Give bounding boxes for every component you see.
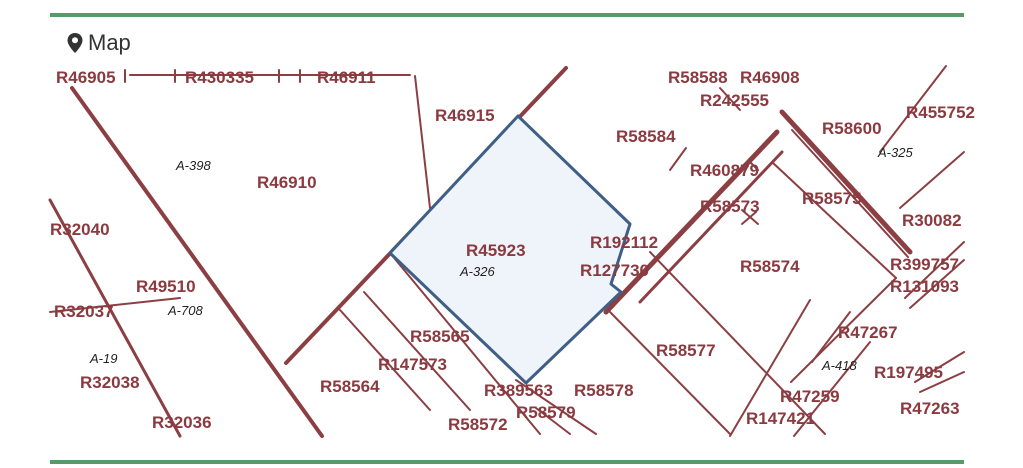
abstract-label: A-19 — [89, 351, 117, 366]
abstract-label: A-708 — [167, 303, 203, 318]
parcel-boundary-line — [919, 371, 965, 393]
top-divider — [50, 13, 964, 17]
parcel-label[interactable]: R49510 — [136, 277, 196, 296]
parcel-label[interactable]: R46910 — [257, 173, 317, 192]
parcel-boundary-line — [719, 87, 741, 111]
parcel-boundary-line — [793, 341, 871, 437]
parcel-label[interactable]: R58565 — [410, 327, 470, 346]
parcel-label[interactable]: R58579 — [516, 403, 576, 422]
parcel-boundary-line — [771, 161, 897, 279]
parcel-label[interactable]: R192112 — [590, 233, 658, 252]
parcel-boundary-line — [363, 291, 471, 411]
parcel-label[interactable]: R46911 — [317, 68, 376, 87]
parcel-boundary-line — [899, 151, 965, 209]
parcel-boundary-line — [791, 129, 909, 258]
parcel-label[interactable]: R46908 — [740, 68, 800, 87]
parcel-boundary-line — [669, 147, 687, 171]
parcel-label[interactable]: R197495 — [874, 363, 943, 382]
abstract-label: A-398 — [175, 158, 211, 173]
parcel-label[interactable]: R242555 — [700, 91, 769, 110]
parcel-label[interactable]: R455752 — [906, 103, 975, 122]
map-pin-icon — [67, 33, 83, 53]
parcel-label[interactable]: R46905 — [56, 68, 116, 87]
abstract-label: A-326 — [459, 264, 495, 279]
parcel-boundary-line — [609, 311, 731, 435]
parcel-boundary-line — [790, 277, 897, 383]
bottom-divider — [50, 460, 964, 464]
parcel-label[interactable]: R389563 — [484, 381, 553, 400]
parcel-label[interactable]: R32040 — [50, 220, 110, 239]
parcel-label[interactable]: R58575 — [802, 189, 862, 208]
abstract-label: A-418 — [821, 358, 857, 373]
parcel-label[interactable]: R460879 — [690, 161, 759, 180]
parcel-boundary-line — [904, 241, 965, 299]
parcel-label[interactable]: R58564 — [320, 377, 380, 396]
parcel-boundary-line — [649, 251, 826, 435]
parcel-boundary-line — [811, 311, 851, 363]
parcel-label[interactable]: R58588 — [668, 68, 728, 87]
parcel-label[interactable]: R58577 — [656, 341, 716, 360]
parcel-boundary-line — [70, 86, 324, 438]
map-header: Map — [66, 30, 131, 56]
parcel-boundary-line — [339, 309, 431, 411]
parcel-label[interactable]: R430335 — [185, 68, 254, 87]
parcel-label[interactable]: R58584 — [616, 127, 676, 146]
parcel-boundary-line — [414, 75, 431, 209]
parcel-label[interactable]: R58600 — [822, 119, 882, 138]
parcel-label[interactable]: R32036 — [152, 413, 212, 432]
highlighted-parcel-outline[interactable] — [388, 114, 632, 385]
parcel-boundary-line — [879, 65, 947, 153]
parcel-label[interactable]: R127730 — [580, 261, 649, 280]
parcel-boundary-line — [914, 351, 965, 383]
parcel-label[interactable]: R32038 — [80, 373, 140, 392]
parcel-boundary-line — [515, 379, 597, 435]
parcel-boundary-line — [389, 252, 541, 435]
parcel-boundary-line — [603, 129, 780, 315]
parcel-boundary-line — [48, 198, 182, 438]
parcel-boundary-line — [638, 150, 784, 304]
parcel-boundary-line — [729, 299, 811, 437]
parcel-label[interactable]: R47259 — [780, 387, 840, 406]
parcel-label[interactable]: R46915 — [435, 106, 495, 125]
map-title: Map — [88, 30, 131, 55]
parcel-map-canvas[interactable]: R46905 R430335 R46911R46915R46910R32040R49… — [48, 62, 975, 438]
parcel-label[interactable]: R147573 — [378, 355, 447, 374]
parcel-boundary-line — [779, 109, 913, 255]
parcel-label[interactable]: R32037 — [54, 302, 114, 321]
highlighted-parcel-label[interactable]: R45923 — [466, 241, 526, 260]
parcel-label[interactable]: R47267 — [838, 323, 898, 342]
parcel-label[interactable]: R58573 — [700, 197, 760, 216]
parcel-label[interactable]: R58574 — [740, 257, 800, 276]
parcel-label[interactable]: R58572 — [448, 415, 508, 434]
parcel-label[interactable]: R58578 — [574, 381, 634, 400]
parcel-boundary-line — [909, 259, 965, 309]
abstract-label: A-325 — [877, 145, 913, 160]
parcel-label[interactable]: R147421 — [746, 409, 815, 428]
parcel-label[interactable]: R131093 — [890, 277, 959, 296]
parcel-boundary-line — [535, 407, 571, 435]
parcel-label[interactable]: R399757 — [890, 255, 959, 274]
parcel-label[interactable]: R30082 — [902, 211, 962, 230]
parcel-boundary-line — [749, 161, 759, 171]
parcel-boundary-line — [741, 211, 757, 225]
parcel-label[interactable]: R47263 — [900, 399, 960, 418]
parcel-boundary-line — [49, 297, 181, 313]
